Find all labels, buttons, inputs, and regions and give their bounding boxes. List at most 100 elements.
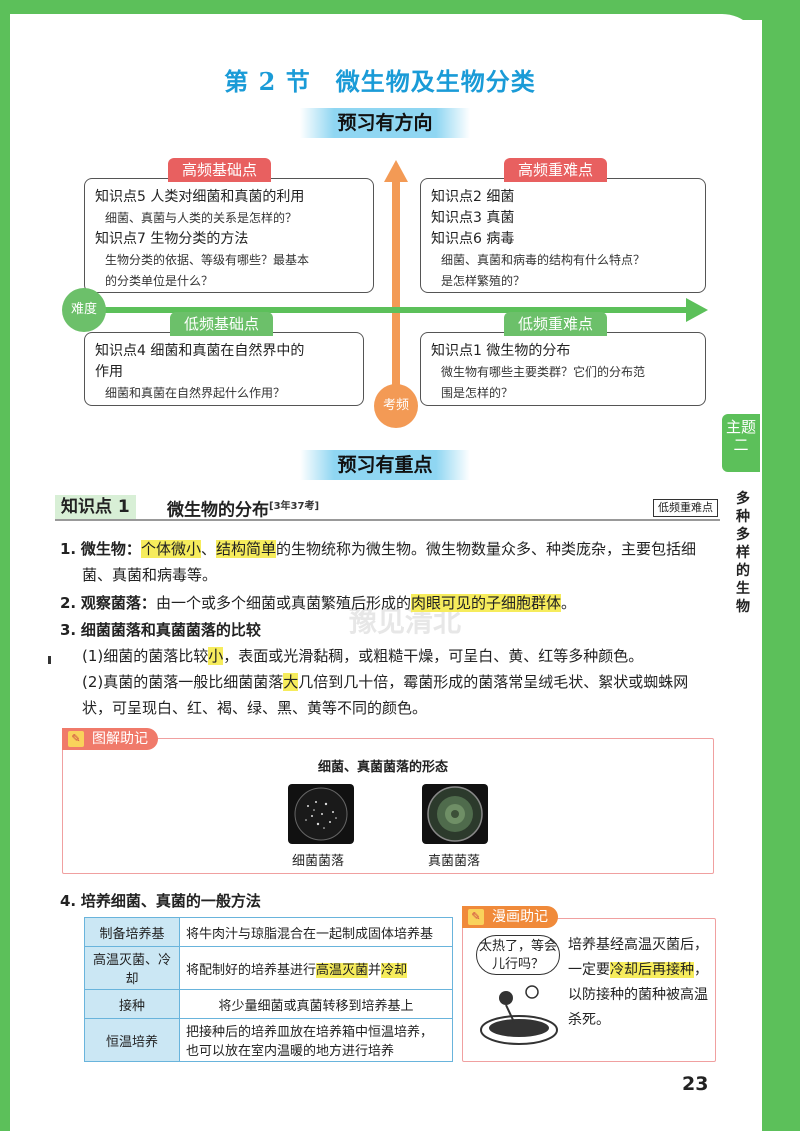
item-3-line-3: 状，可呈现白、红、褐、绿、黑、黄等不同的颜色。 (82, 699, 428, 717)
figure-helper-tag-text: 图解助记 (92, 731, 148, 747)
item-2-hl-1: 肉眼可见的 (410, 594, 486, 612)
margin-mark (48, 656, 51, 664)
item-3-l1-a: (1)细菌的菌落比较 (82, 647, 209, 665)
desc-hl-2: 冷却 (381, 962, 408, 978)
item-1-line-2: 菌、真菌和病毒等。 (82, 566, 218, 584)
kp5-line: 知识点5 人类对细菌和真菌的利用 (95, 189, 305, 205)
section-title: 第 2 节 微生物及生物分类 (224, 67, 536, 96)
item-1: 1. 微生物：个体微小、结构简单的生物统称为微生物。微生物数量众多、种类庞杂，主… (60, 536, 720, 562)
page-number: 23 (682, 1073, 709, 1095)
kp4-line-1: 知识点4 细菌和真菌在自然界中的 (95, 343, 305, 359)
fungal-colony-label: 真菌菌落 (428, 854, 481, 869)
tab-high-freq-difficult: 高频重难点 (504, 158, 608, 182)
bacterial-colony-photo (288, 784, 354, 844)
step-cell: 接种 (84, 989, 180, 1019)
tab-low-freq-difficult: 低频重难点 (504, 312, 608, 336)
kp-exam-count: [3年37考] (269, 501, 320, 512)
item-2-head: 观察菌落： (80, 594, 156, 612)
difficulty-axis (76, 307, 688, 313)
comic-text-b: ，以防接种的菌种被高温杀死。 (568, 962, 708, 1028)
item-2-hl-2: 子细胞群体 (485, 594, 561, 612)
tab-high-freq-basic: 高频基础点 (168, 158, 272, 182)
comic-helper-tag-text: 漫画助记 (492, 909, 548, 925)
side-theme-text: 多种多样的生物 (736, 491, 750, 615)
kp-title-text: 微生物的分布 (167, 500, 269, 521)
item-2-end: 。 (560, 594, 576, 612)
desc-a: 将配制好的培养基进行 (186, 962, 317, 978)
item-3-l2-a: (2)真菌的菌落一般比细菌菌落 (82, 673, 284, 691)
desc-b: 并 (368, 962, 382, 978)
kp1-question-2: 围是怎样的？ (441, 386, 514, 400)
kp5-question: 细菌、真菌与人类的关系是怎样的？ (105, 211, 298, 225)
item-3-head: 细菌菌落和真菌菌落的比较 (80, 621, 261, 639)
desc-line-2: 也可以放在室内温暖的地方进行培养 (186, 1044, 395, 1059)
desc-hl: 高温灭菌 (316, 962, 369, 978)
comic-helper-tag: ✎ 漫画助记 (462, 906, 558, 928)
frequency-label: 考频 (374, 384, 418, 428)
box-low-freq-difficult: 知识点1 微生物的分布 微生物有哪些主要类群？它们的分布范 围是怎样的？ (420, 332, 706, 406)
box-high-freq-difficult: 知识点2 细菌 知识点3 真菌 知识点6 病毒 细菌、真菌和病毒的结构有什么特点… (420, 178, 706, 293)
comic-helper-box (462, 918, 716, 1062)
item-2-text: 由一个或多个细菌或真菌繁殖后形成的 (155, 594, 411, 612)
item-3-num: 3. (60, 621, 77, 639)
comic-explanation: 培养基经高温灭菌后，一定要冷却后再接种，以防接种的菌种被高温杀死。 (568, 933, 708, 1033)
kp6-question-2: 是怎样繁殖的？ (441, 274, 526, 288)
frequency-axis-arrow (384, 160, 408, 182)
step-cell: 高温灭菌、冷却 (84, 946, 180, 990)
comic-text-hl: 冷却后再接种 (610, 962, 694, 978)
step-cell: 恒温培养 (84, 1018, 180, 1062)
figure-caption: 细菌、真菌菌落的形态 (318, 760, 449, 775)
item-3-l1-hl: 小 (208, 647, 224, 665)
kp3-line: 知识点3 真菌 (431, 210, 515, 226)
kp1-line: 知识点1 微生物的分布 (431, 343, 571, 359)
ribbon-preview-focus: 预习有重点 (300, 450, 470, 480)
tab-low-freq-basic: 低频基础点 (170, 312, 274, 336)
pencil-icon: ✎ (468, 909, 484, 925)
item-4-head: 培养细菌、真菌的一般方法 (80, 892, 261, 910)
kp2-line: 知识点2 细菌 (431, 189, 515, 205)
kp4-line-2: 作用 (95, 364, 123, 380)
kp7-question-2: 的分类单位是什么？ (105, 274, 214, 288)
kp1-question-1: 微生物有哪些主要类群？它们的分布范 (441, 365, 646, 379)
desc-cell: 将少量细菌或真菌转移到培养基上 (179, 989, 453, 1019)
item-4: 4. 培养细菌、真菌的一般方法 (60, 888, 720, 914)
side-theme-tab: 主题二 (722, 414, 760, 472)
item-1-hl-1: 个体微小 (140, 540, 201, 558)
fungal-colony-photo (422, 784, 488, 844)
item-1-rest: 的生物统称为微生物。微生物数量众多、种类庞杂，主要包括细 (275, 540, 696, 558)
figure-helper-tag: ✎ 图解助记 (62, 728, 158, 750)
table-row: 恒温培养 把接种后的培养皿放在培养箱中恒温培养， 也可以放在室内温暖的地方进行培养 (84, 1018, 453, 1062)
figure-helper-box (62, 738, 714, 874)
petri-dish-cartoon (480, 985, 558, 1045)
item-3-l2-b: 几倍到几十倍，霉菌形成的菌落常呈绒毛状、絮状或蜘蛛网 (298, 673, 689, 691)
table-row: 接种 将少量细菌或真菌转移到培养基上 (84, 989, 453, 1019)
item-1-num: 1. (60, 540, 77, 558)
desc-cell: 将配制好的培养基进行高温灭菌并冷却 (179, 946, 453, 990)
desc-cell: 把接种后的培养皿放在培养箱中恒温培养， 也可以放在室内温暖的地方进行培养 (179, 1018, 453, 1062)
item-2: 2. 观察菌落：由一个或多个细菌或真菌繁殖后形成的肉眼可见的子细胞群体。 (60, 590, 720, 616)
item-3-line-1: (1)细菌的菌落比较小，表面或光滑黏稠，或粗糙干燥，可呈白、黄、红等多种颜色。 (82, 643, 742, 669)
bacteria-dots-image (294, 787, 348, 841)
pencil-icon: ✎ (68, 731, 84, 747)
bacterial-colony-label: 细菌菌落 (292, 854, 345, 869)
kp-title: 微生物的分布[3年37考] (167, 495, 320, 521)
table-row: 高温灭菌、冷却 将配制好的培养基进行高温灭菌并冷却 (84, 946, 453, 990)
item-2-num: 2. (60, 594, 77, 612)
item-3-l2-hl: 大 (283, 673, 299, 691)
item-4-num: 4. (60, 892, 77, 910)
kp7-line: 知识点7 生物分类的方法 (95, 231, 249, 247)
item-3-line-2: (2)真菌的菌落一般比细菌菌落大几倍到几十倍，霉菌形成的菌落常呈绒毛状、絮状或蜘… (82, 669, 742, 695)
item-1-head: 微生物： (80, 540, 141, 558)
kp-badge: 低频重难点 (653, 499, 718, 517)
kp6-question-1: 细菌、真菌和病毒的结构有什么特点？ (441, 253, 646, 267)
culture-method-table: 制备培养基 将牛肉汁与琼脂混合在一起制成固体培养基 高温灭菌、冷却 将配制好的培… (84, 917, 453, 1062)
page-frame-right (762, 0, 800, 1131)
kp7-question-1: 生物分类的依据、等级有哪些？最基本 (105, 253, 310, 267)
desc-cell: 将牛肉汁与琼脂混合在一起制成固体培养基 (179, 917, 453, 947)
kp6-line: 知识点6 病毒 (431, 231, 515, 247)
desc-line-1: 把接种后的培养皿放在培养箱中恒温培养， (186, 1025, 434, 1040)
box-high-freq-basic: 知识点5 人类对细菌和真菌的利用 细菌、真菌与人类的关系是怎样的？ 知识点7 生… (84, 178, 374, 293)
ribbon-preview-direction: 预习有方向 (300, 108, 470, 138)
page-frame-left (0, 0, 10, 1131)
step-cell: 制备培养基 (84, 917, 180, 947)
